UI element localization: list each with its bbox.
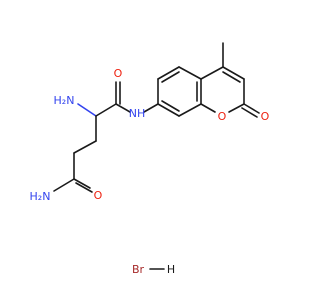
- bond-c4a-c4: [200, 66, 224, 80]
- bond-cd-o1: [73, 178, 91, 189]
- bond-nh-c7: [143, 103, 159, 113]
- bond-c4-c3: [222, 66, 245, 80]
- primary-amide-n-label: H₂N: [30, 190, 51, 203]
- bond-c8a-c8: [178, 103, 202, 117]
- bond-c2-o-2: [241, 107, 258, 118]
- molecule-structure: H₂N NH O H₂N O O O Br H: [30, 42, 270, 276]
- bond-cc-nh: [115, 103, 131, 113]
- ring-o-label: O: [218, 110, 227, 123]
- amine-alpha-label: H₂N: [54, 94, 75, 107]
- hydrogen-label: H: [167, 263, 175, 276]
- bond-c4-c3-inner: [222, 71, 241, 83]
- bond-c6-c5-inner: [161, 71, 180, 83]
- bond-c8-c7: [157, 103, 180, 117]
- bond-c6-c5: [157, 66, 180, 80]
- bond-c2-o-1: [243, 103, 260, 114]
- lactone-o-label: O: [261, 110, 270, 123]
- bond-cd-o2: [75, 182, 93, 193]
- bond-cd-n: [53, 178, 75, 192]
- bond-o1-c8a: [200, 103, 216, 113]
- bond-c8-c7-inner: [161, 100, 180, 112]
- bond-ca-cc: [95, 103, 117, 117]
- bromine-label: Br: [132, 263, 145, 276]
- bond-c2-o1: [228, 103, 245, 113]
- bond-cb-cg: [73, 140, 97, 154]
- primary-amide-o-label: O: [94, 189, 103, 202]
- molecule-canvas: H₂N NH O H₂N O O O Br H: [30, 42, 270, 276]
- amide-o-label: O: [114, 67, 123, 80]
- bond-amine-ca: [77, 103, 97, 117]
- bond-c5-c4a: [178, 66, 202, 80]
- amide-nh-label: NH: [129, 107, 146, 120]
